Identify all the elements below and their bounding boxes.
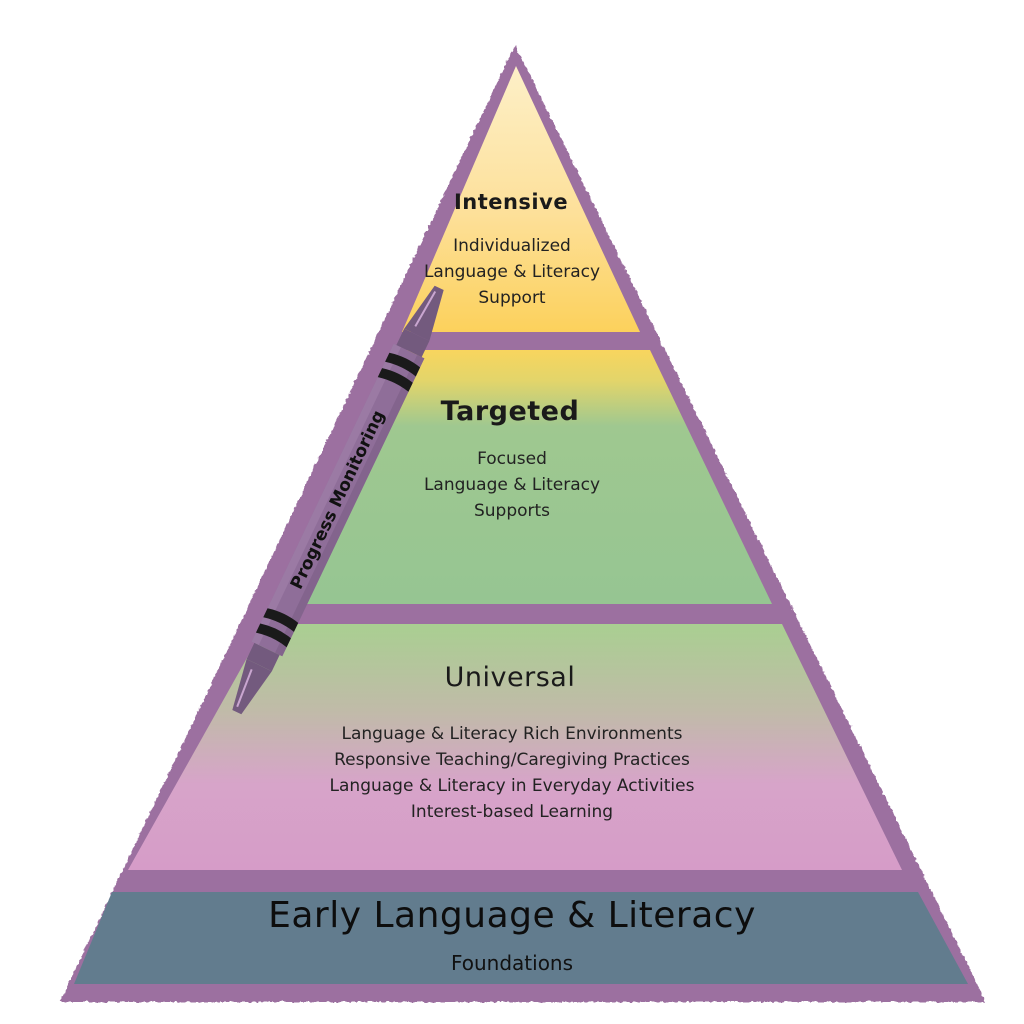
tier-universal-title: Universal [444,662,576,693]
tier-targeted-fill [276,350,772,604]
tier-universal-description: Language & Literacy Rich Environments Re… [282,721,742,825]
tier-foundation-title: Early Language & Literacy [268,895,756,936]
tier-intensive-line: Language & Literacy [423,262,601,282]
tier-universal-line: Responsive Teaching/Caregiving Practices [334,750,690,770]
tier-targeted-title: Targeted [440,396,580,427]
tier-intensive-fill [402,66,640,332]
tier-foundation-subtitle: Foundations [450,951,574,975]
tier-intensive-line: Support [478,288,546,308]
tier-universal-line: Language & Literacy Rich Environments [341,724,683,744]
tier-universal-line: Language & Literacy in Everyday Activiti… [329,776,695,796]
tier-universal-line: Interest-based Learning [410,802,614,822]
tier-intensive-title: Intensive [453,190,569,214]
tier-targeted-description: Focused Language & Literacy Supports [382,446,642,524]
crayon-progress-monitoring [232,285,444,715]
tier-foundation-fill [74,892,968,984]
tier-intensive-line: Individualized [453,236,571,256]
tier-targeted-line: Language & Literacy [423,475,601,495]
tier-targeted-line: Supports [473,501,551,521]
tier-universal-fill [128,624,902,870]
tier-targeted-line: Focused [477,449,547,469]
tier-intensive-description: Individualized Language & Literacy Suppo… [392,233,632,311]
